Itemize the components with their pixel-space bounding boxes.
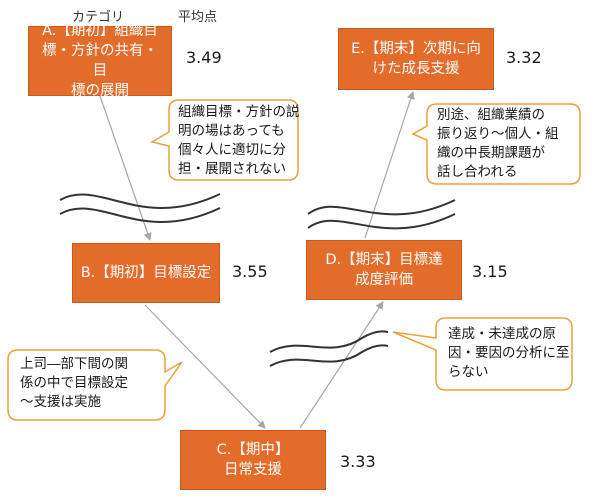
stage-box-a: A.【期初】組織目 標・方針の共有・目 標の展開 (28, 23, 172, 99)
stage-score-c: 3.33 (340, 452, 376, 471)
stage-score-d: 3.15 (472, 262, 508, 281)
arrow-b-to-c (144, 304, 266, 429)
stage-score-e: 3.32 (506, 48, 542, 67)
break-mark-cd (269, 330, 389, 367)
stage-box-c: C.【期中】 日常支援 (180, 430, 326, 490)
stage-score-a: 3.49 (186, 48, 222, 67)
header-category: カテゴリ (72, 10, 125, 25)
stage-score-b: 3.55 (232, 262, 268, 281)
callout-ab-text: 組織目標・方針の説 明の場はあっても 個々人に適切に分 担・展開されない (178, 104, 300, 177)
arrow-d-to-e (364, 91, 415, 239)
stage-box-e: E.【期末】次期に向 けた成長支援 (338, 28, 494, 90)
stage-box-b: B.【期初】目標設定 (72, 243, 220, 303)
header-average: 平均点 (178, 10, 218, 25)
break-mark-ab (59, 193, 221, 223)
callout-de-shape (411, 103, 581, 185)
callout-ab-shape (150, 99, 299, 181)
callout-bc-shape (7, 349, 183, 421)
arrow-c-to-d (299, 301, 384, 429)
arrow-a-to-b (99, 95, 152, 241)
break-mark-de (307, 199, 456, 230)
callout-bc-text: 上司―部下間の関 係の中で目標設定 ～支援は実施 (20, 356, 128, 410)
callout-de-text: 別途、組織業績の 振り返り～個人・組 織の中長期課題が 話し合われる (437, 107, 559, 180)
stage-box-d: D.【期末】目標達 成度評価 (306, 240, 462, 300)
callout-cd-shape (392, 317, 573, 391)
callout-cd-text: 達成・未達成の原 因・要因の分析に至 らない (448, 326, 570, 380)
